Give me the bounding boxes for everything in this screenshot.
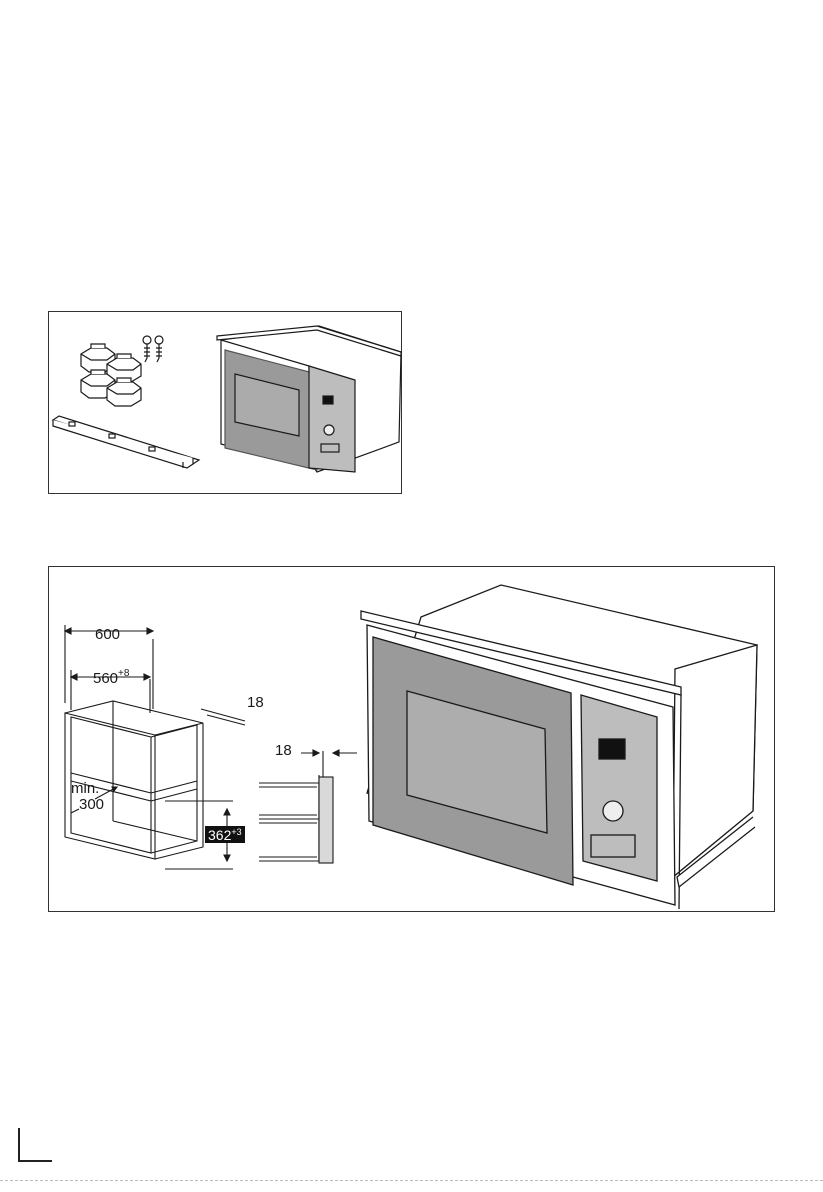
width-total-label: 600 <box>95 627 120 642</box>
min-depth-value: 300 <box>79 797 104 812</box>
width-inner-label: 560+8 <box>93 671 129 686</box>
cabinet-drawing <box>49 567 776 913</box>
height-label: 362+3 <box>205 826 245 843</box>
min-depth-caption: min. <box>71 781 99 796</box>
screw-icon <box>155 336 163 362</box>
panel-thickness-side-label: 18 <box>275 743 292 758</box>
parts-overview-figure <box>48 311 402 494</box>
page-corner-mark <box>18 1128 52 1162</box>
microwave-icon <box>217 326 401 472</box>
installation-dimensions-figure: 600 560+8 18 18 min. 300 362+3 <box>48 566 775 912</box>
screw-icon <box>143 336 151 362</box>
parts-overview-drawing <box>49 312 403 495</box>
microwave-built-in-drawing <box>361 585 757 909</box>
page-cut-line <box>0 1180 823 1181</box>
trim-rail-icon <box>53 416 199 468</box>
panel-thickness-top-label: 18 <box>247 695 264 710</box>
